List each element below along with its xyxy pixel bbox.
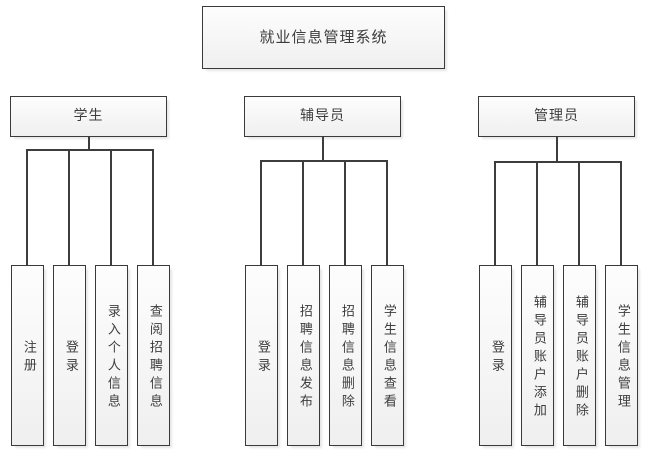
connector-drop-student-2: [68, 149, 70, 266]
node-leaf-counselor-2-label: 招聘信息发布: [296, 303, 312, 412]
connector-stem-student: [88, 137, 90, 151]
node-leaf-admin-2-label: 辅导员账户添加: [530, 294, 546, 421]
node-leaf-student-3[interactable]: 录入个人信息: [95, 265, 128, 446]
node-leaf-student-2[interactable]: 登录: [53, 265, 86, 446]
node-leaf-student-2-label: 登录: [62, 339, 78, 376]
node-leaf-counselor-4[interactable]: 学生信息查看: [371, 265, 404, 446]
node-group-admin-label: 管理员: [534, 107, 579, 124]
node-leaf-counselor-1-label: 登录: [254, 339, 270, 376]
node-leaf-student-1-label: 注册: [20, 339, 36, 376]
node-root[interactable]: 就业信息管理系统: [202, 6, 445, 69]
node-group-student[interactable]: 学生: [10, 96, 167, 137]
node-leaf-student-1[interactable]: 注册: [11, 265, 44, 446]
node-leaf-counselor-4-label: 学生信息查看: [380, 303, 396, 412]
connector-drop-admin-4: [620, 161, 622, 266]
node-leaf-admin-2[interactable]: 辅导员账户添加: [521, 265, 554, 446]
node-group-admin[interactable]: 管理员: [478, 96, 635, 137]
node-leaf-counselor-2[interactable]: 招聘信息发布: [287, 265, 320, 446]
connector-drop-counselor-4: [386, 160, 388, 266]
node-root-label: 就业信息管理系统: [259, 27, 388, 46]
node-leaf-admin-1[interactable]: 登录: [479, 265, 512, 446]
connector-drop-student-1: [26, 149, 28, 266]
connector-bar-student: [26, 149, 154, 151]
connector-bar-admin: [494, 161, 622, 163]
connector-drop-admin-3: [578, 161, 580, 266]
node-group-counselor-label: 辅导员: [300, 107, 345, 124]
node-leaf-student-4[interactable]: 查阅招聘信息: [137, 265, 170, 446]
node-group-counselor[interactable]: 辅导员: [244, 96, 401, 137]
node-leaf-counselor-3-label: 招聘信息删除: [338, 303, 354, 412]
node-leaf-student-4-label: 查阅招聘信息: [146, 303, 162, 412]
connector-drop-counselor-2: [302, 160, 304, 266]
connector-drop-counselor-1: [260, 160, 262, 266]
node-leaf-admin-1-label: 登录: [488, 339, 504, 376]
node-leaf-admin-3[interactable]: 辅导员账户删除: [563, 265, 596, 446]
node-leaf-admin-4[interactable]: 学生信息管理: [605, 265, 638, 446]
connector-drop-student-3: [110, 149, 112, 266]
connector-drop-admin-2: [536, 161, 538, 266]
node-group-student-label: 学生: [73, 107, 104, 124]
connector-stem-admin: [556, 137, 558, 163]
node-leaf-counselor-1[interactable]: 登录: [245, 265, 278, 446]
connector-drop-student-4: [152, 149, 154, 266]
connector-stem-counselor: [322, 137, 324, 162]
node-leaf-admin-4-label: 学生信息管理: [614, 303, 630, 412]
node-leaf-admin-3-label: 辅导员账户删除: [572, 294, 588, 421]
node-leaf-student-3-label: 录入个人信息: [104, 303, 120, 412]
connector-drop-counselor-3: [344, 160, 346, 266]
connector-bar-counselor: [260, 160, 388, 162]
connector-drop-admin-1: [494, 161, 496, 266]
node-leaf-counselor-3[interactable]: 招聘信息删除: [329, 265, 362, 446]
